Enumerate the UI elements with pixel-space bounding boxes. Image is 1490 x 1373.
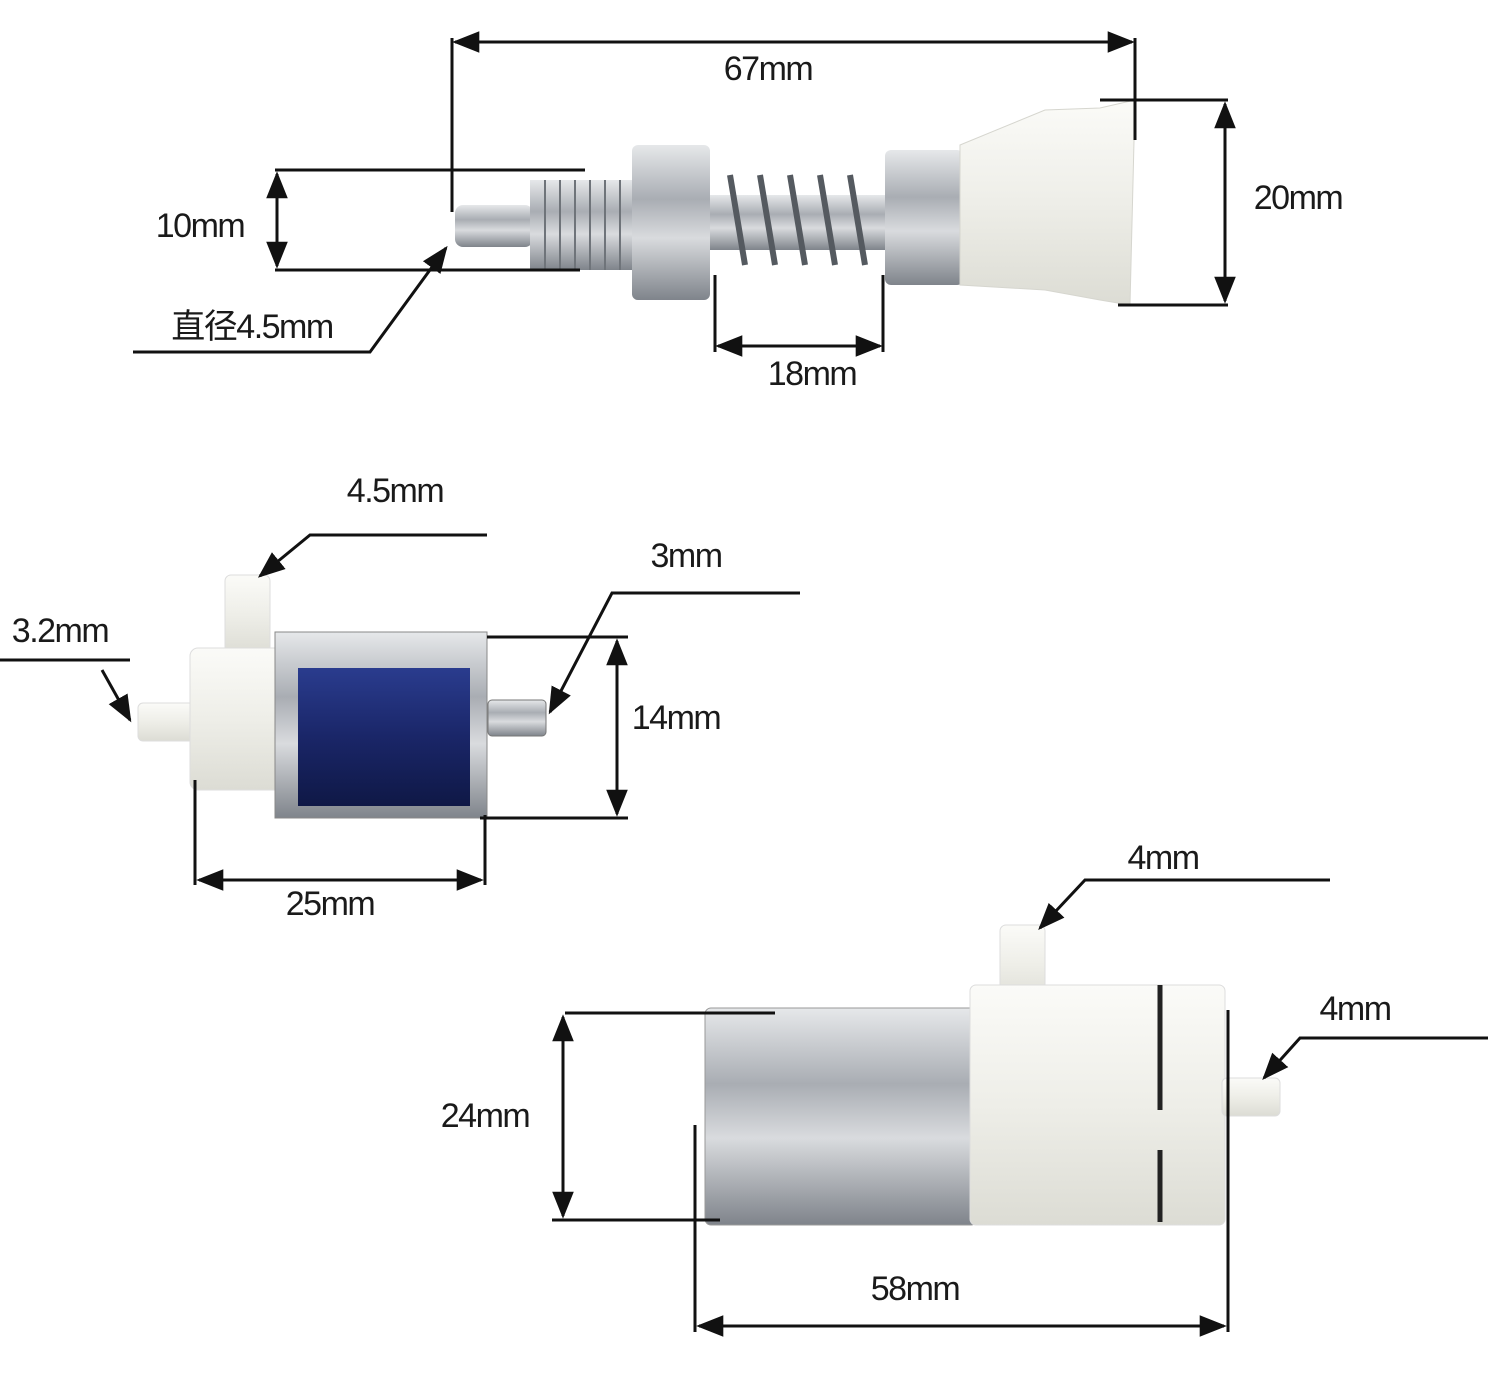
pump-top-port-label: 4mm [1127,839,1198,877]
air-pump: 4mm 4mm 24mm 58mm [441,839,1488,1337]
valve-length-label: 25mm [286,885,375,923]
valve-illustration [137,574,547,819]
nozzle-illustration [455,99,1136,306]
cup-diameter-label: 20mm [1254,179,1343,217]
valve-pin-label: 3mm [650,537,721,575]
suction-nozzle: 67mm 20mm 10mm 直径4.5mm 18mm [133,31,1344,393]
pump-length-label: 58mm [871,1270,960,1308]
valve-top-port-label: 4.5mm [347,472,444,510]
thread-size-label: 10mm [156,207,245,245]
pump-side-port-label: 4mm [1319,990,1390,1028]
nozzle-length-label: 67mm [724,50,813,88]
solenoid-valve: 4.5mm 3mm 3.2mm 14mm 25mm [0,472,800,923]
pump-diameter-label: 24mm [441,1097,530,1135]
valve-height-label: 14mm [632,699,721,737]
barb-diameter-label: 直径4.5mm [171,308,333,346]
spring-length-label: 18mm [768,355,857,393]
valve-side-port-label: 3.2mm [12,612,109,650]
pump-illustration [704,924,1281,1226]
